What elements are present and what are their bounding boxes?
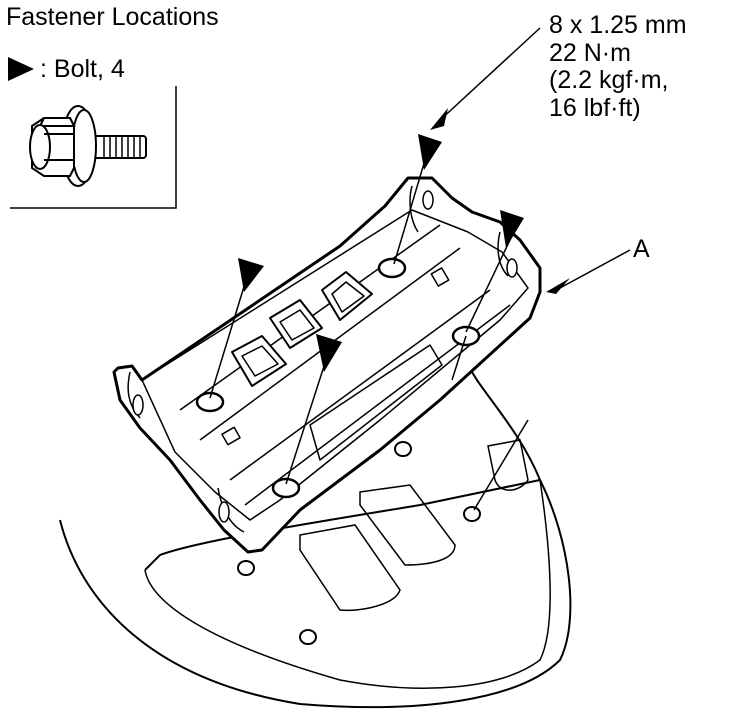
spec-torque-nm: 22 N·m	[549, 38, 631, 67]
callout-label-a: A	[633, 235, 650, 263]
bolt-markers	[238, 134, 524, 372]
spec-torque-lbfft: 16 lbf·ft)	[549, 93, 641, 122]
diagram-title: Fastener Locations	[6, 3, 219, 31]
bolt-legend: : Bolt, 4	[6, 55, 125, 83]
bolt-marker-1	[238, 258, 264, 292]
bolt-illustration	[29, 105, 147, 187]
torque-spec: 8 x 1.25 mm 22 N·m (2.2 kgf·m, 16 lbf·ft…	[549, 11, 687, 122]
leader-arrowheads	[430, 108, 570, 294]
bolt-marker-3	[418, 134, 442, 170]
spec-torque-kgfm: (2.2 kgf·m,	[549, 66, 669, 94]
spec-thread-size: 8 x 1.25 mm	[549, 11, 687, 39]
bolt-detail-frame	[10, 86, 177, 209]
bolt-legend-text: : Bolt, 4	[40, 54, 125, 83]
bolt-marker-4	[500, 210, 524, 248]
filled-triangle-icon	[8, 57, 34, 81]
bolt-marker-2	[316, 334, 342, 372]
leader-lines	[209, 27, 631, 511]
